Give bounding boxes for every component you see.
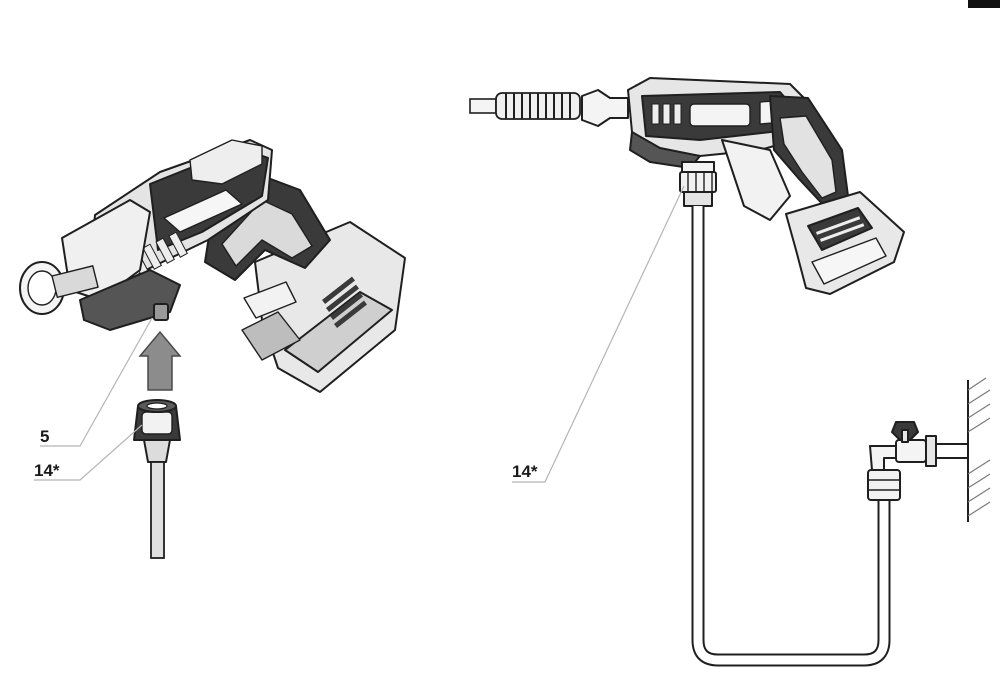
right-washer-gun bbox=[469, 77, 905, 295]
wall bbox=[967, 377, 991, 522]
adapter-5 bbox=[153, 303, 169, 321]
insert-arrow-icon bbox=[138, 330, 182, 391]
callout-14-left: 14* bbox=[34, 461, 60, 480]
page-tab bbox=[968, 0, 1000, 8]
lance-ribbed-grip bbox=[495, 92, 581, 120]
left-battery bbox=[241, 221, 406, 393]
left-hose bbox=[150, 461, 165, 559]
left-nozzle-ring bbox=[19, 261, 99, 315]
water-tap-icon bbox=[869, 421, 969, 471]
lance-tube bbox=[469, 98, 497, 114]
left-hose-connector bbox=[133, 399, 181, 559]
callout-14-right: 14* bbox=[512, 462, 538, 481]
right-inlet-connector bbox=[679, 161, 717, 207]
right-battery bbox=[785, 191, 905, 295]
left-washer-gun bbox=[19, 139, 406, 393]
callout-5: 5 bbox=[40, 427, 49, 446]
tap-hose-connector bbox=[867, 469, 901, 501]
